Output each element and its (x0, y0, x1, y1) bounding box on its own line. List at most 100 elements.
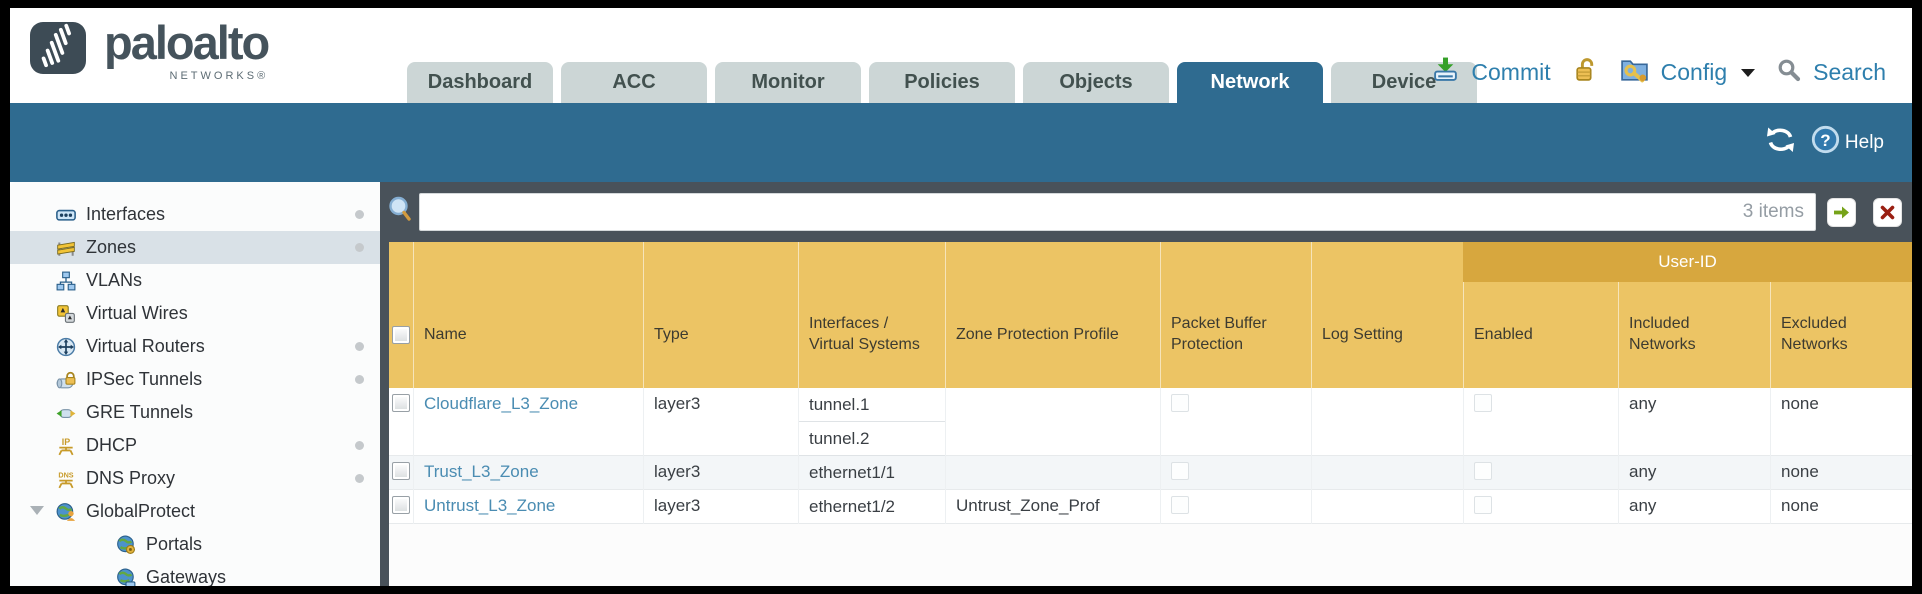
tab-objects[interactable]: Objects (1023, 62, 1169, 103)
status-dot (355, 474, 364, 483)
column-header-log-setting[interactable]: Log Setting (1311, 242, 1463, 388)
zone-type-cell: layer3 (643, 388, 798, 456)
interface-item: tunnel.1 (799, 388, 945, 422)
search-icon[interactable] (1777, 58, 1801, 88)
row-checkbox[interactable] (392, 496, 410, 514)
interface-item: ethernet1/1 (809, 463, 896, 482)
sidebar-item-interfaces[interactable]: Interfaces (10, 198, 380, 231)
user-id-group-header: User-ID (1463, 242, 1912, 282)
row-select-cell (389, 490, 413, 524)
column-header-interfaces[interactable]: Interfaces / Virtual Systems (798, 242, 945, 388)
search-button[interactable]: Search (1813, 59, 1886, 85)
zone-name-link[interactable]: Cloudflare_L3_Zone (424, 394, 579, 413)
sidebar-item-globalprotect[interactable]: GlobalProtect (10, 495, 380, 528)
row-checkbox[interactable] (392, 394, 410, 412)
column-header-enabled[interactable]: Enabled (1463, 242, 1618, 388)
column-header-zone-protection-profile[interactable]: Zone Protection Profile (945, 242, 1160, 388)
zones-table: User-ID Name Type Interfaces / Virtual S… (380, 242, 1912, 586)
expand-collapse-icon[interactable] (30, 506, 44, 515)
excluded-networks-cell: none (1770, 456, 1912, 490)
tab-monitor[interactable]: Monitor (715, 62, 861, 103)
column-header-included-networks[interactable]: Included Networks (1618, 242, 1770, 388)
help-icon: ? (1810, 124, 1841, 161)
lock-icon[interactable] (1573, 56, 1598, 89)
help-control[interactable]: ? Help (1810, 124, 1884, 161)
status-dot (355, 342, 364, 351)
select-all-checkbox[interactable] (392, 326, 410, 344)
commit-button[interactable]: Commit (1471, 59, 1551, 85)
zone-interfaces-cell: ethernet1/1 (798, 456, 945, 490)
filter-input[interactable] (419, 193, 1816, 231)
select-all-cell (389, 242, 413, 388)
help-label: Help (1844, 131, 1884, 153)
svg-text:DNS: DNS (58, 470, 73, 479)
column-header-type[interactable]: Type (643, 242, 798, 388)
svg-text:?: ? (1820, 131, 1830, 150)
status-dot (355, 441, 364, 450)
dns-proxy-icon: DNS (56, 469, 76, 489)
clear-filter-button[interactable] (1873, 197, 1902, 227)
user-id-enabled-checkbox[interactable] (1474, 496, 1492, 514)
commit-icon[interactable] (1432, 56, 1459, 89)
brand-name: paloalto (104, 16, 270, 69)
sidebar-item-label: Portals (146, 534, 203, 554)
sidebar-item-label: VLANs (86, 270, 143, 290)
paloalto-logo-icon (28, 14, 94, 85)
table-row: Trust_L3_Zone layer3 ethernet1/1 any (389, 456, 1912, 490)
gateways-icon (116, 568, 136, 586)
user-id-enabled-checkbox[interactable] (1474, 394, 1492, 412)
excluded-networks-cell: none (1770, 490, 1912, 524)
sidebar-item-dns-proxy[interactable]: DNS DNS Proxy (10, 462, 380, 495)
tab-acc[interactable]: ACC (561, 62, 707, 103)
table-row: Cloudflare_L3_Zone layer3 tunnel.1 tunne… (389, 388, 1912, 456)
zone-name-link[interactable]: Untrust_L3_Zone (424, 496, 556, 515)
column-header-packet-buffer-protection[interactable]: Packet Buffer Protection (1160, 242, 1311, 388)
config-icon[interactable] (1620, 56, 1649, 89)
column-header-excluded-networks[interactable]: Excluded Networks (1770, 242, 1912, 388)
refresh-icon[interactable] (1765, 126, 1796, 159)
config-dropdown-caret-icon[interactable] (1741, 68, 1756, 77)
row-select-cell (389, 388, 413, 456)
column-header-name[interactable]: Name (413, 242, 643, 388)
tab-policies[interactable]: Policies (869, 62, 1015, 103)
interface-item: ethernet1/2 (809, 497, 896, 516)
vlans-icon (56, 271, 76, 291)
sidebar-item-label: DHCP (86, 435, 138, 455)
virtual-wires-icon (56, 304, 76, 324)
ipsec-tunnels-icon (56, 370, 76, 390)
zone-name-link[interactable]: Trust_L3_Zone (424, 462, 539, 481)
sidebar-item-zones[interactable]: Zones (10, 231, 380, 264)
sidebar-item-label: Zones (86, 237, 137, 257)
sidebar-item-dhcp[interactable]: IP DHCP (10, 429, 380, 462)
tab-dashboard[interactable]: Dashboard (407, 62, 553, 103)
apply-filter-button[interactable] (1827, 197, 1856, 227)
sidebar-item-virtual-routers[interactable]: Virtual Routers (10, 330, 380, 363)
user-id-enabled-checkbox[interactable] (1474, 462, 1492, 480)
zones-main-panel: 3 items User-ID (380, 182, 1912, 586)
sidebar-item-virtual-wires[interactable]: Virtual Wires (10, 297, 380, 330)
content-area: Interfaces Zones (10, 182, 1912, 586)
zone-name-cell: Cloudflare_L3_Zone (413, 388, 643, 456)
tab-network[interactable]: Network (1177, 62, 1323, 103)
sidebar-item-label: IPSec Tunnels (86, 369, 203, 389)
svg-text:IP: IP (62, 436, 70, 446)
included-networks-cell: any (1618, 388, 1770, 456)
sidebar-item-vlans[interactable]: VLANs (10, 264, 380, 297)
sidebar-item-gre-tunnels[interactable]: GRE Tunnels (10, 396, 380, 429)
zone-protection-profile-cell (945, 388, 1160, 456)
paloalto-logo: paloalto NETWORKS® (28, 14, 270, 85)
user-id-enabled-cell (1463, 456, 1618, 490)
log-setting-cell (1311, 388, 1463, 456)
packet-buffer-protection-checkbox[interactable] (1171, 462, 1189, 480)
sidebar-item-gateways[interactable]: Gateways (10, 561, 380, 586)
sidebar-item-ipsec-tunnels[interactable]: IPSec Tunnels (10, 363, 380, 396)
row-checkbox[interactable] (392, 462, 410, 480)
sidebar-item-label: GlobalProtect (86, 501, 196, 521)
packet-buffer-protection-checkbox[interactable] (1171, 496, 1189, 514)
page-toolbar: ? Help (10, 103, 1912, 182)
sidebar-item-portals[interactable]: Portals (10, 528, 380, 561)
sidebar-item-label: Interfaces (86, 204, 166, 224)
config-menu[interactable]: Config (1660, 59, 1728, 85)
packet-buffer-protection-checkbox[interactable] (1171, 394, 1189, 412)
tab-device[interactable]: Device (1331, 62, 1477, 103)
